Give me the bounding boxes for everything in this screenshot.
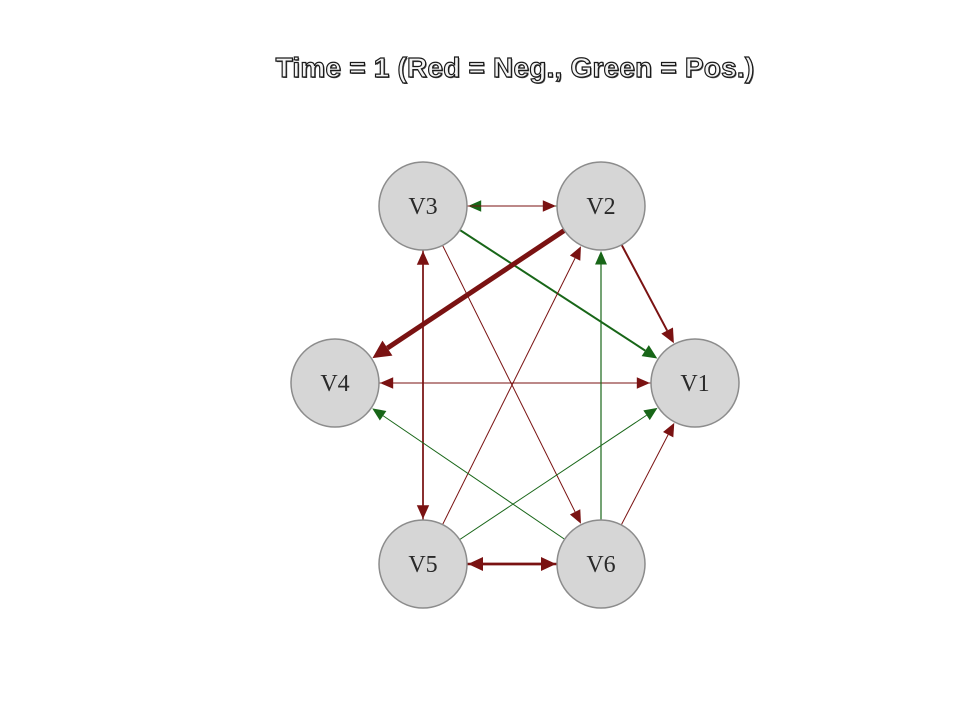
node-v5: V5 [378,519,468,609]
node-v6: V6 [556,519,646,609]
node-label: V4 [320,371,349,397]
node-v4: V4 [290,338,380,428]
edge-arrowhead [569,509,581,524]
edge-v5-to-v3 [416,251,430,564]
node-label: V1 [680,371,709,397]
edge-arrowhead [643,407,658,421]
edge-arrowhead [542,200,556,212]
edge-arrowhead [569,246,581,261]
edge-layer [335,200,695,571]
edge-v3-to-v6 [422,205,581,524]
graph-title: Time = 1 (Red = Neg., Green = Pos.) [275,51,755,83]
node-label: V6 [586,552,615,578]
edge-arrowhead [636,377,650,389]
edge-arrowhead [416,251,430,265]
edge-arrowhead [641,345,658,359]
edge-v5-to-v1 [422,407,658,565]
node-circle [290,338,380,428]
node-v2: V2 [556,161,646,251]
edge-line [422,205,576,513]
edge-line [422,257,576,565]
node-label: V2 [586,194,615,220]
node-label: V5 [408,552,437,578]
edge-arrowhead [661,327,674,344]
edge-arrowhead [663,422,675,438]
edge-arrowhead [468,557,483,571]
edge-v4-to-v1 [335,377,650,389]
node-v1: V1 [650,338,740,428]
edge-arrowhead [372,408,387,421]
edge-v5-to-v2 [422,246,581,565]
node-v3: V3 [378,161,468,251]
node-circle [556,161,646,251]
node-circle [650,338,740,428]
node-circle [378,519,468,609]
edge-line [422,414,647,565]
node-circle [378,161,468,251]
edge-arrowhead [372,340,393,359]
edge-arrowhead [595,251,607,265]
edge-v6-to-v2 [595,251,607,564]
node-circle [556,519,646,609]
node-label: V3 [408,194,437,220]
